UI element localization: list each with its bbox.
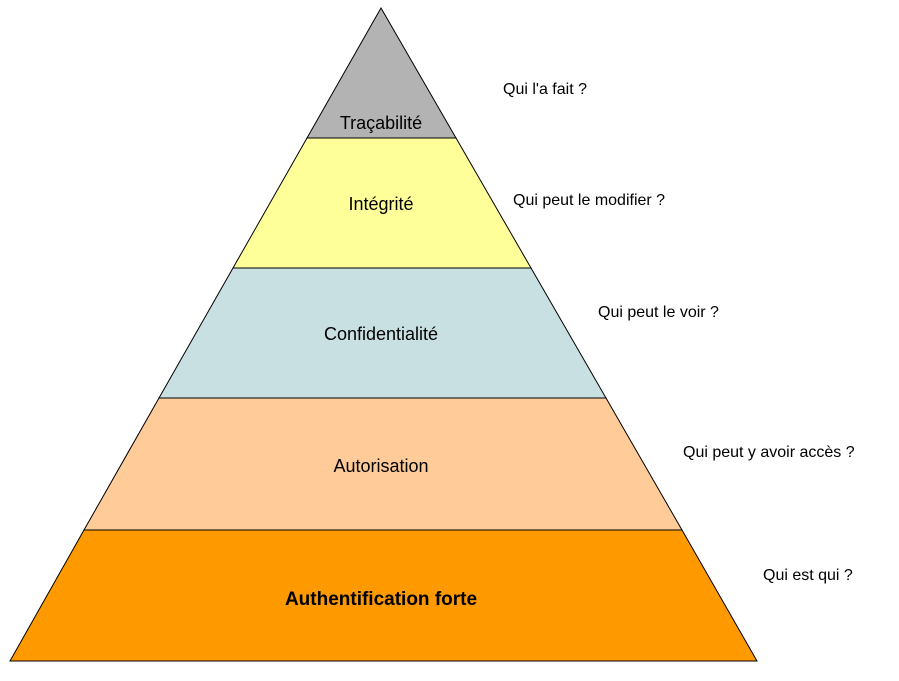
question-tracabilite: Qui l'a fait ?: [503, 81, 587, 98]
layer-label-autorisation: Autorisation: [333, 456, 428, 476]
pyramid-layer-authentification: [9, 529, 758, 662]
question-integrite: Qui peut le modifier ?: [513, 192, 665, 209]
layer-label-integrite: Intégrité: [348, 194, 413, 214]
question-autorisation: Qui peut y avoir accès ?: [683, 444, 855, 461]
layer-label-confidentialite: Confidentialité: [324, 324, 438, 344]
question-authentification: Qui est qui ?: [763, 567, 853, 584]
layer-label-tracabilite: Traçabilité: [340, 113, 422, 133]
layer-label-authentification: Authentification forte: [285, 589, 477, 610]
question-confidentialite: Qui peut le voir ?: [598, 304, 719, 321]
